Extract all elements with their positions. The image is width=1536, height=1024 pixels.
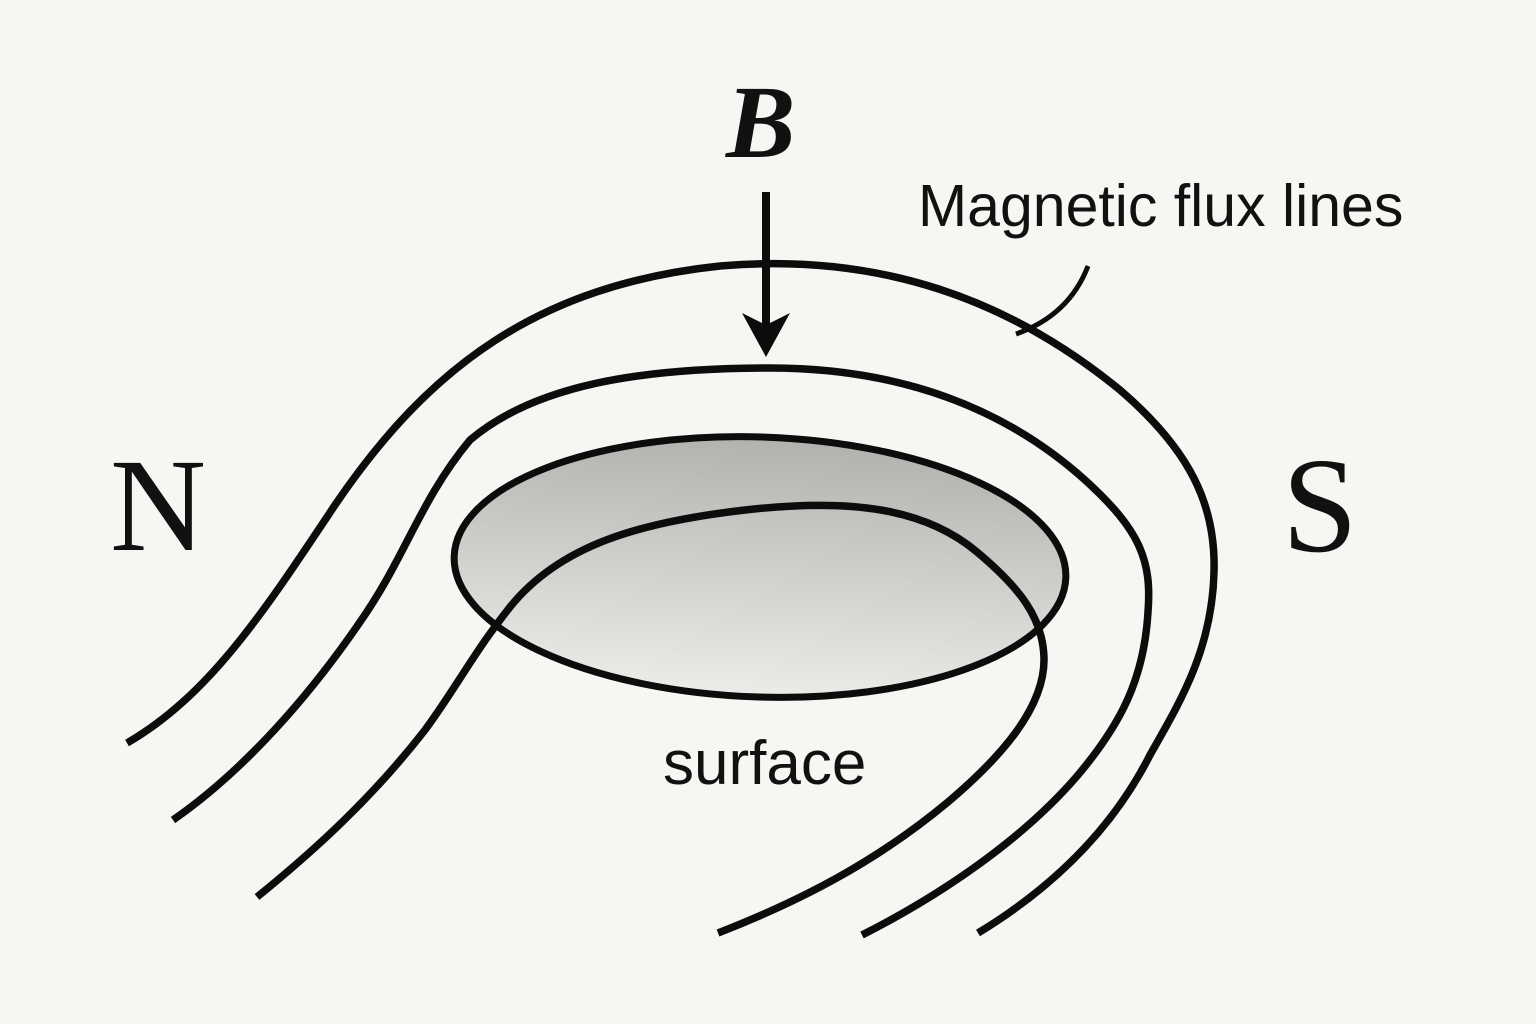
flux-lines-label: Magnetic flux lines — [918, 173, 1403, 239]
flux-line-middle — [170, 364, 1153, 939]
surface-label: surface — [663, 729, 866, 798]
flux-line-outer — [125, 259, 1218, 937]
surface-ellipse — [450, 433, 1070, 701]
north-pole-label: N — [110, 431, 206, 579]
b-field-arrow-icon — [742, 192, 790, 357]
flux-label-leader-line — [1015, 265, 1091, 337]
south-pole-label: S — [1282, 431, 1358, 581]
flux-line-inner — [254, 501, 1048, 937]
b-field-arrow-head — [742, 313, 790, 357]
b-field-label: B — [725, 65, 795, 180]
